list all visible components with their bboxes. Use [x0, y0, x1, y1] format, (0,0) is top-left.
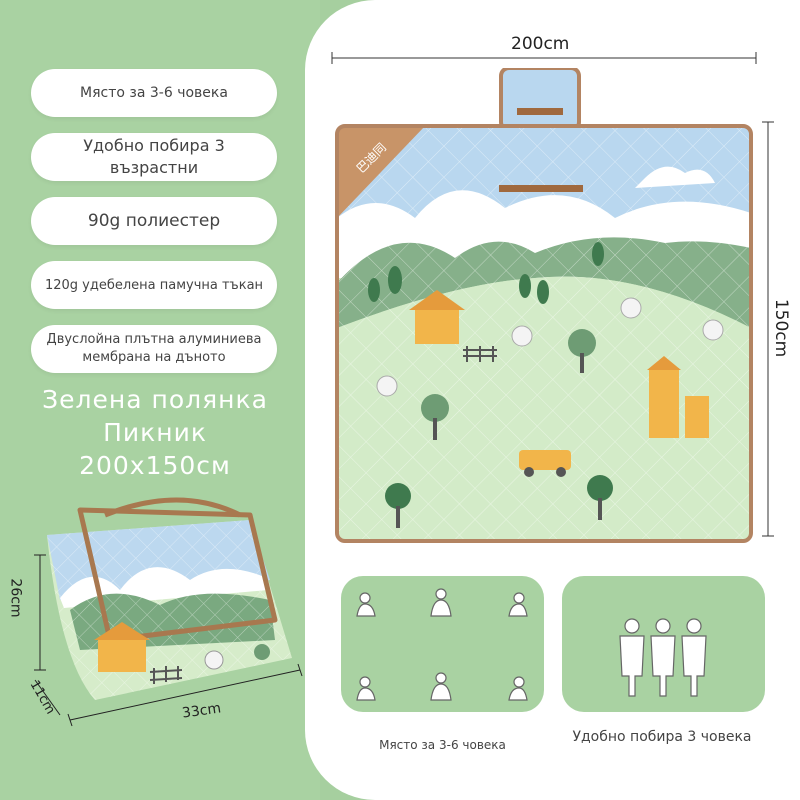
- person-icon: [356, 592, 376, 617]
- caption-left: Място за 3-6 човека: [379, 738, 506, 752]
- picnic-mat-image: 巴迪同: [335, 68, 753, 543]
- folded-bag-image: [47, 497, 292, 700]
- feature-pill-polyester: 90g полиестер: [31, 197, 277, 245]
- width-dimension-line: [331, 52, 757, 64]
- height-label: 150cm: [771, 298, 792, 358]
- feature-text: Удобно побира 3 възрастни: [83, 136, 225, 177]
- person-icon: [650, 618, 676, 697]
- person-icon: [430, 672, 452, 701]
- person-icon: [508, 676, 528, 701]
- person-icon: [681, 618, 707, 697]
- feature-text: Място за 3-6 човека: [80, 85, 228, 101]
- feature-text: Двуслойна плътна алуминиева мембрана на …: [46, 332, 262, 365]
- sitting-people-icons: [356, 588, 528, 701]
- person-icon: [356, 676, 376, 701]
- feature-text: 120g удебелена памучна тъкан: [44, 277, 264, 293]
- headline-line: Зелена полянка: [42, 385, 268, 414]
- feature-pill-adults: Удобно побира 3 възрастни: [31, 133, 277, 181]
- person-icon: [619, 618, 645, 697]
- caption-right: Удобно побира 3 човека: [572, 729, 752, 745]
- feature-pill-cotton: 120g удебелена памучна тъкан: [31, 261, 277, 309]
- bag-dimension-lines: [34, 554, 303, 727]
- person-icon: [430, 588, 452, 617]
- feature-pill-membrane: Двуслойна плътна алуминиева мембрана на …: [31, 325, 277, 373]
- headline: Зелена полянка Пикник 200x150cм: [0, 383, 310, 482]
- headline-line: 200x150cм: [79, 451, 231, 480]
- headline-line: Пикник: [103, 418, 207, 447]
- person-icon: [508, 592, 528, 617]
- feature-text: 90g полиестер: [87, 211, 221, 231]
- height-dimension-line: [762, 121, 774, 537]
- standing-people-icons: [619, 618, 707, 697]
- feature-pill-capacity: Място за 3-6 човека: [31, 69, 277, 117]
- bag-height-label: 26cm: [7, 578, 24, 618]
- width-label: 200cm: [511, 34, 570, 54]
